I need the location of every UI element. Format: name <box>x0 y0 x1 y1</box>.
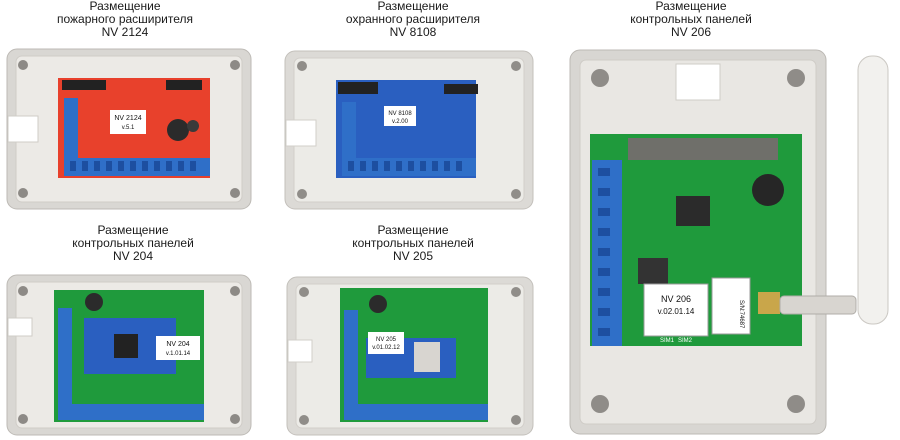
caption-line: Размещение <box>377 223 449 237</box>
photo-nv8108: NV 8108 v.2.00 <box>284 50 534 210</box>
board-version-nv8108: v.2.00 <box>392 119 409 125</box>
caption-line: охранного расширителя <box>345 12 481 26</box>
caption-line: Размещение <box>377 0 449 13</box>
caption-line: Размещение <box>655 0 727 13</box>
caption-line: пожарного расширителя <box>56 12 194 26</box>
caption-line: NV 8108 <box>389 25 437 39</box>
sim1-label: SIM1 <box>660 338 675 344</box>
board-version-nv205: v.01.02.12 <box>372 345 400 351</box>
board-version-nv2124: v.5.1 <box>122 125 135 131</box>
photo-nv206: NV 206 v.02.01.14 S/N:74687 SIM1 SIM2 <box>568 48 894 438</box>
caption-line: контрольных панелей <box>72 236 194 250</box>
caption-nv2124: Размещение пожарного расширителя NV 2124 <box>40 0 210 39</box>
board-name-nv206: NV 206 <box>661 294 691 304</box>
caption-line: контрольных панелей <box>352 236 474 250</box>
board-version-nv206: v.02.01.14 <box>658 307 695 316</box>
caption-nv8108: Размещение охранного расширителя NV 8108 <box>318 0 508 39</box>
caption-line: Размещение <box>89 0 161 13</box>
board-name-nv8108: NV 8108 <box>388 111 412 117</box>
board-name-nv205: NV 205 <box>376 337 397 343</box>
board-version-nv204: v.1.01.14 <box>166 351 191 357</box>
sim2-label: SIM2 <box>678 338 693 344</box>
caption-nv205: Размещение контрольных панелей NV 205 <box>328 224 498 263</box>
caption-line: NV 206 <box>670 25 712 39</box>
caption-line: Размещение <box>97 223 169 237</box>
board-name-nv204: NV 204 <box>166 341 189 348</box>
photo-nv2124: NV 2124 v.5.1 <box>6 48 252 210</box>
board-serial-nv206: S/N:74687 <box>738 300 744 329</box>
caption-line: NV 205 <box>392 249 434 263</box>
photo-nv204: NV 204 v.1.01.14 <box>6 274 252 436</box>
photo-nv205: NV 205 v.01.02.12 <box>286 276 534 436</box>
caption-nv204: Размещение контрольных панелей NV 204 <box>48 224 218 263</box>
caption-line: контрольных панелей <box>630 12 752 26</box>
board-name-nv2124: NV 2124 <box>114 115 141 122</box>
caption-nv206: Размещение контрольных панелей NV 206 <box>606 0 776 39</box>
caption-line: NV 204 <box>112 249 154 263</box>
caption-line: NV 2124 <box>101 25 149 39</box>
